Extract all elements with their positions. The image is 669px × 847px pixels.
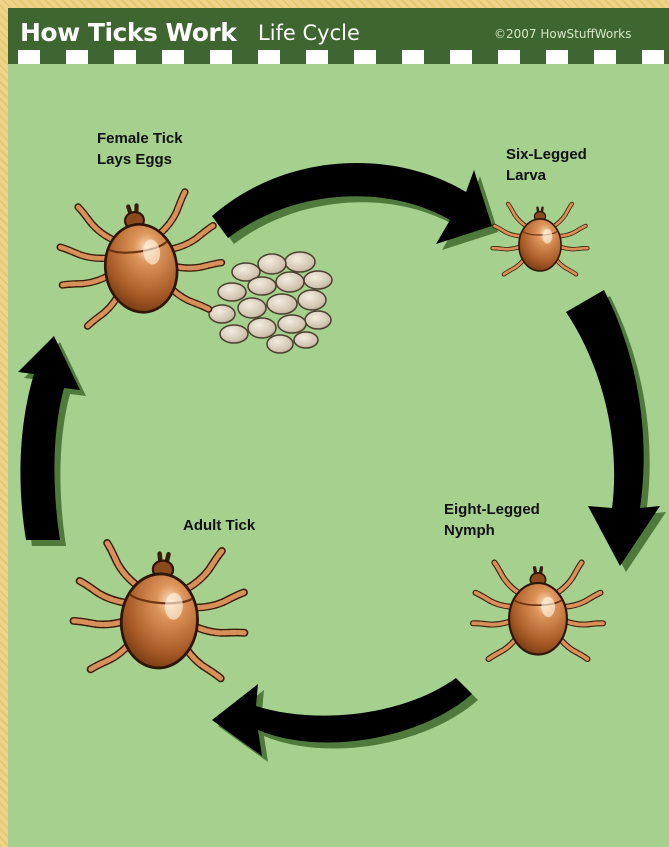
- stage-label-line: Female Tick: [97, 128, 183, 149]
- adult-tick-illustration: [70, 541, 251, 689]
- stage-label-female-tick: Female Tick Lays Eggs: [97, 128, 183, 170]
- stage-label-line: Larva: [506, 165, 587, 186]
- arrow-right: [566, 290, 666, 572]
- nymph-tick-illustration: [473, 563, 603, 667]
- larva-tick-illustration: [493, 204, 588, 280]
- stage-label-larva: Six-Legged Larva: [506, 144, 587, 186]
- header-bar: How Ticks Work Life Cycle ©2007 HowStuff…: [8, 8, 669, 64]
- stage-label-line: Nymph: [444, 520, 540, 541]
- stage-label-adult: Adult Tick: [183, 515, 255, 536]
- stage-label-line: Lays Eggs: [97, 149, 183, 170]
- stage-label-nymph: Eight-Legged Nymph: [444, 499, 540, 541]
- arrow-left: [18, 336, 86, 546]
- arrow-bottom: [212, 678, 478, 762]
- stage-label-line: Adult Tick: [183, 515, 255, 536]
- egg-cluster: [209, 252, 332, 353]
- stage-label-line: Eight-Legged: [444, 499, 540, 520]
- copyright-notice: ©2007 HowStuffWorks: [494, 27, 631, 41]
- female-tick-illustration: [52, 188, 229, 337]
- arrow-top: [212, 163, 498, 250]
- page-title: How Ticks Work: [20, 18, 236, 47]
- stage-label-line: Six-Legged: [506, 144, 587, 165]
- page-subtitle: Life Cycle: [258, 21, 360, 45]
